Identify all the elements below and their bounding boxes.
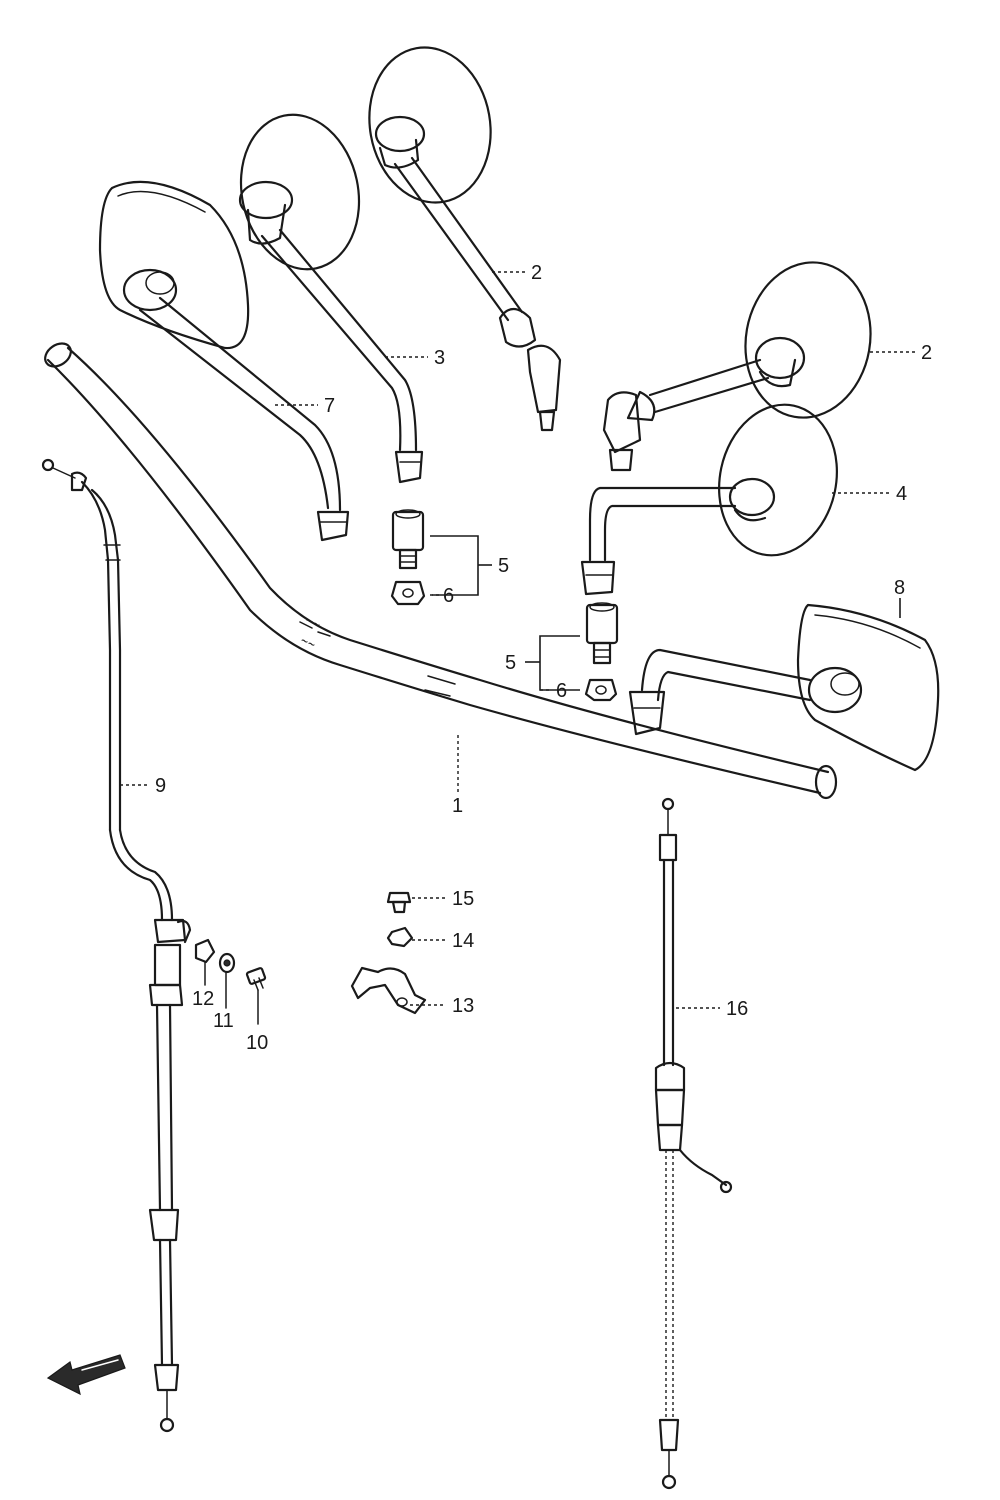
callout-2-top: 2: [531, 262, 542, 284]
callout-10: 10: [246, 1032, 268, 1054]
callout-2-right: 2: [921, 342, 932, 364]
front-arrow-icon: [46, 1354, 126, 1396]
callout-7: 7: [324, 395, 335, 417]
callout-8: 8: [894, 577, 905, 599]
mirror-round-2-left: [368, 46, 562, 432]
handlebar-stamp-1: ∼∼: [304, 615, 322, 630]
mirror-round-4: [580, 403, 838, 596]
callout-6-left: 6: [443, 585, 454, 607]
callout-4: 4: [896, 483, 907, 505]
callout-5-left: 5: [498, 555, 509, 577]
clamp-bracket: [350, 966, 427, 1015]
nut-15: [386, 926, 414, 948]
handlebar: ∼∼ ∼∼: [44, 342, 838, 800]
callout-13: 13: [452, 995, 474, 1017]
mirror-round-2-right: [602, 261, 872, 472]
callout-15: 14: [452, 930, 474, 952]
callout-12: 12: [192, 988, 214, 1010]
callout-9: 9: [155, 775, 166, 797]
fastener-10: [245, 967, 267, 1025]
leader-lines: [120, 271, 915, 1009]
throttle-cable: [41, 458, 192, 1433]
callout-11: 11: [213, 1010, 234, 1032]
callout-5-right: 5: [505, 652, 516, 674]
mirror-round-3: [238, 113, 424, 484]
callout-16: 16: [726, 998, 748, 1020]
callout-6-right: 6: [556, 680, 567, 702]
adapter-set-right: [584, 602, 619, 702]
mirror-rectangular-left: [98, 180, 350, 542]
callout-14: 15: [452, 888, 474, 910]
callout-1: 1: [452, 795, 463, 817]
clutch-cable: [654, 797, 733, 1490]
fastener-11: [218, 952, 236, 1009]
callout-numbers: 2 2 3 4 7 5 6 5 6 8 1 9 16 15 14 13 12 1…: [155, 262, 932, 1054]
callout-3: 3: [434, 347, 445, 369]
adapter-set-left: [390, 509, 426, 606]
handlebar-stamp-2: ∼∼: [299, 635, 317, 650]
mirror-rectangular-right: [628, 603, 940, 772]
bolt-14: [386, 891, 412, 914]
fastener-12: [194, 938, 216, 986]
